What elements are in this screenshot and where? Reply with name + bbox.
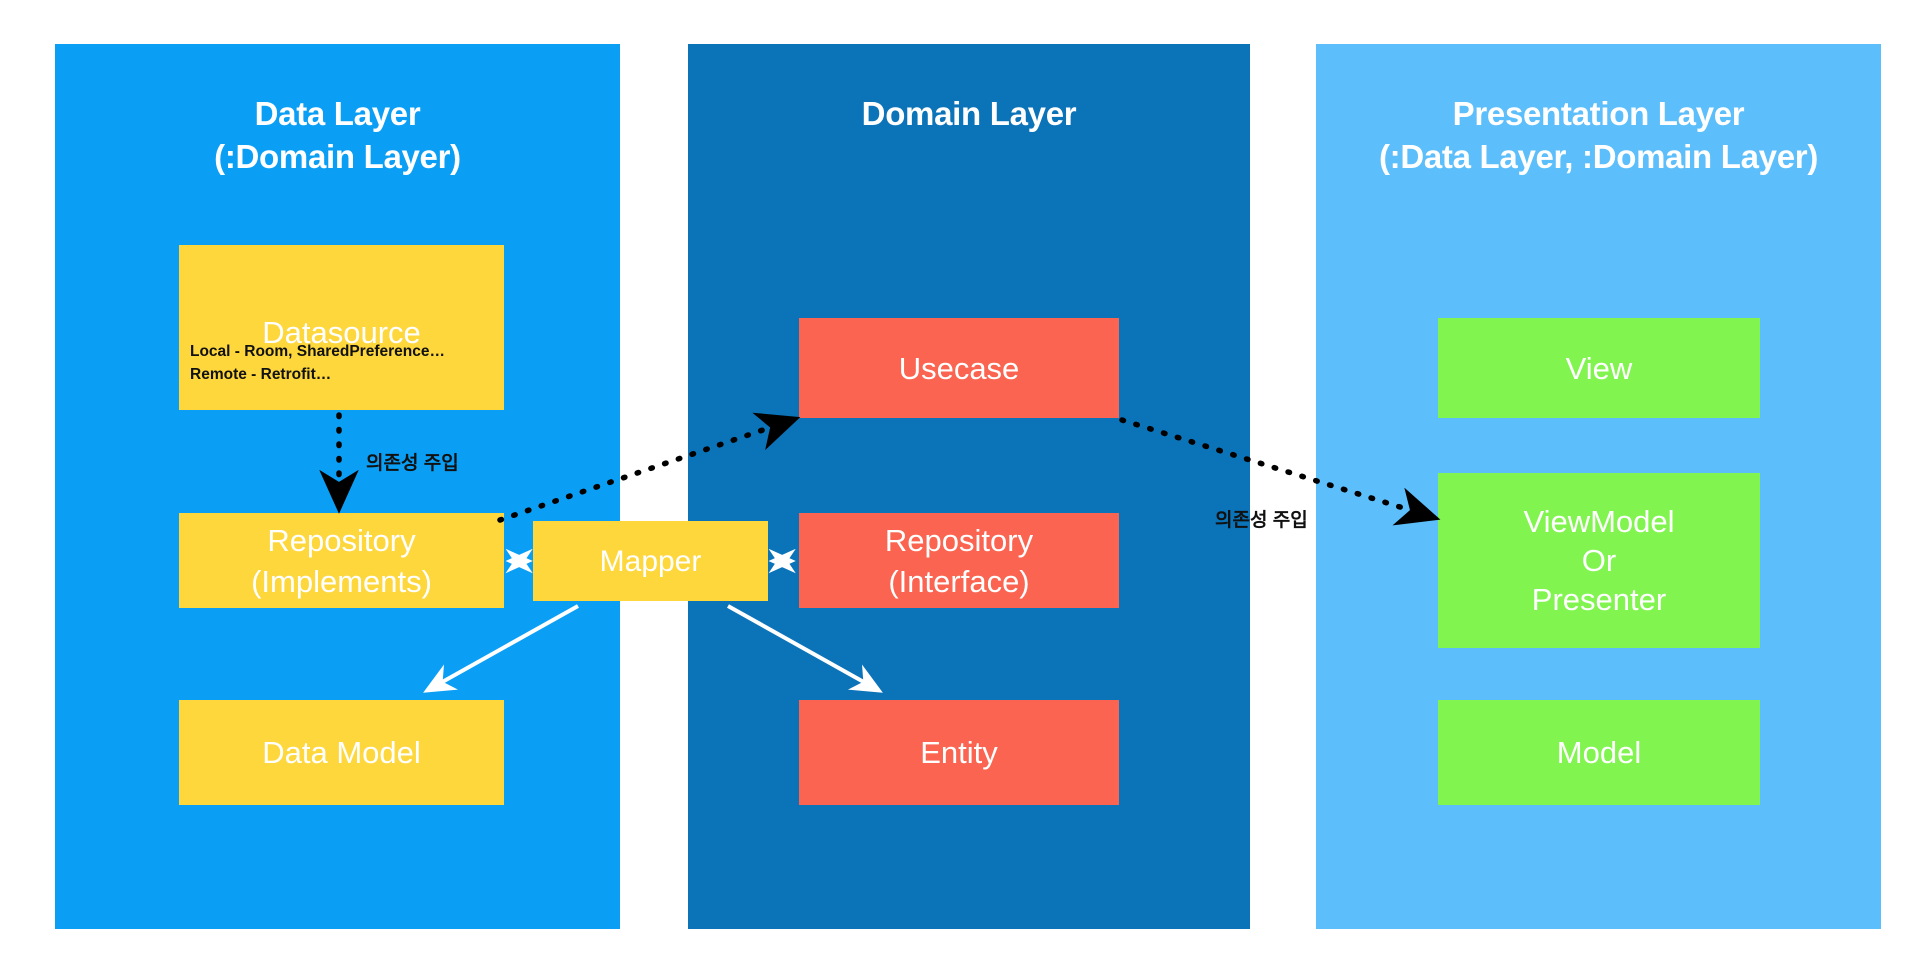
box-repository-interface[interactable]: Repository (Interface)	[799, 513, 1119, 608]
panel-presentation-layer-title: Presentation Layer (:Data Layer, :Domain…	[1378, 95, 1819, 175]
box-datasource-details: Local - Room, SharedPreference… Remote -…	[190, 343, 445, 383]
panel-data-layer-title: Data Layer (:Domain Layer)	[214, 95, 461, 175]
box-usecase[interactable]: Usecase	[799, 318, 1119, 418]
box-repository-implements[interactable]: Repository (Implements)	[179, 513, 504, 608]
box-mapper[interactable]: Mapper	[533, 521, 768, 601]
annotation-dependency-injection-right: 의존성 주입	[1215, 510, 1308, 531]
box-data-model[interactable]: Data Model	[179, 700, 504, 805]
box-viewmodel-or-presenter[interactable]: ViewModel Or Presenter	[1438, 473, 1760, 648]
box-view[interactable]: View	[1438, 318, 1760, 418]
box-model[interactable]: Model	[1438, 700, 1760, 805]
box-datasource-title: Datasource	[262, 315, 421, 350]
box-entity[interactable]: Entity	[799, 700, 1119, 805]
box-datasource[interactable]: Datasource Local - Room, SharedPreferenc…	[179, 245, 504, 410]
panel-domain-layer-title: Domain Layer	[861, 95, 1077, 132]
annotation-dependency-injection-left: 의존성 주입	[366, 453, 459, 474]
